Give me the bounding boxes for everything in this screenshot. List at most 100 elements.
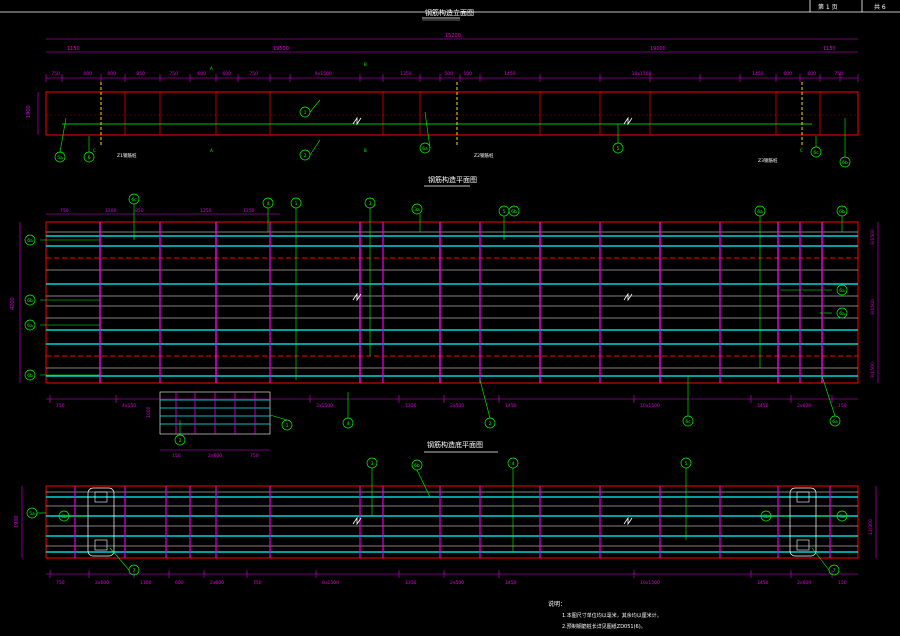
dim-label: 850 — [135, 208, 144, 214]
bar-callout-label: 2 — [304, 153, 307, 159]
bottom-plan-right-dim: 13/300 — [868, 519, 874, 535]
dim-label: 1200 — [105, 208, 117, 214]
bar-callout-label: 5a — [57, 155, 63, 161]
dim-label: 1450 — [505, 580, 517, 586]
bar-callout-label: 6a — [757, 209, 763, 215]
bar-callout-circle — [810, 146, 822, 158]
bar-callout-label: 2 — [489, 421, 492, 427]
leader-line — [424, 111, 431, 149]
bar-callout-label: 3 — [369, 201, 372, 207]
bar-callout-label: 1 — [295, 201, 298, 207]
elevation-title: 钢筋构造立面图 — [425, 8, 474, 17]
bar-callout-label: 6c — [685, 419, 691, 425]
section-mark: C — [800, 148, 803, 153]
bar-callout-label: 6b — [511, 209, 517, 215]
dim-label: 1100 — [140, 580, 152, 586]
leader-line — [309, 99, 321, 113]
leader-line — [811, 547, 830, 571]
dim-label: 2x500 — [450, 403, 464, 409]
svg-text:19000: 19000 — [650, 46, 666, 52]
notes-block: 说明： 1.本图尺寸单位均以毫米，其余均以厘米计。 2.预制钢筋桩长详见图纸ZD… — [548, 600, 662, 630]
bar-callout-circle — [836, 307, 848, 319]
dim-label: 1450 — [752, 71, 764, 77]
bar-callout-label: 6b — [27, 298, 33, 304]
bar-callout-label: 1 — [304, 110, 307, 116]
dim-label: 1450 — [757, 403, 769, 409]
bar-callout-label: 4 — [267, 201, 270, 207]
leader-line — [59, 117, 67, 153]
section-mark: A — [210, 66, 213, 71]
bar-callout-label: 6b — [414, 463, 420, 469]
bar-callout-label: 4 — [347, 421, 350, 427]
svg-text:19500: 19500 — [273, 46, 289, 52]
title-block: 第 1 页 共 6 — [0, 0, 900, 13]
note-line-2: 2.预制钢筋桩长详见图纸ZD051(6)。 — [562, 623, 646, 630]
section-mark: A — [210, 148, 213, 153]
dim-label: 750 — [51, 71, 60, 77]
dim-label: 500 — [463, 71, 472, 77]
bar-callout-label: 6a — [27, 323, 33, 329]
bar-callout-circle — [839, 156, 851, 168]
dim-label: 600 — [83, 71, 92, 77]
dim-label: 750 — [56, 403, 65, 409]
bar-callout-circle — [24, 369, 36, 381]
dim-label: 750 — [253, 580, 262, 586]
dim-label: 1350 — [400, 71, 412, 77]
dim-label: 750 — [56, 580, 65, 586]
bar-callout-label: 6a — [839, 311, 845, 317]
dim-label: 2x600 — [95, 580, 109, 586]
pile-note-z1: Z1钢筋桩 — [117, 152, 137, 159]
bar-callout-circle — [54, 151, 66, 163]
dim-label: 10x1500 — [632, 71, 652, 77]
dim-label: 500 — [444, 71, 453, 77]
pile-cap-right — [789, 487, 817, 557]
bar-callout-label: 6c — [813, 150, 819, 156]
dim-label: 4x150 — [122, 403, 136, 409]
dim-label: 600 — [783, 71, 792, 77]
dim-label: 2x600 — [210, 580, 224, 586]
bar-callout-circle — [612, 142, 624, 154]
section-mark: B — [364, 148, 367, 153]
dim-label: 1350 — [405, 403, 417, 409]
dim-label: 10x1500 — [640, 580, 660, 586]
svg-text:3/1500: 3/1500 — [870, 299, 876, 315]
pile-note-z3: Z3钢筋桩 — [758, 157, 778, 164]
dim-label: 600 — [807, 71, 816, 77]
bar-callout-label: 2 — [179, 438, 182, 444]
bar-callout-circle — [836, 284, 848, 296]
sheet-total: 共 6 — [874, 3, 886, 11]
dim-label: 1450 — [504, 71, 516, 77]
leader-line — [109, 547, 130, 571]
bar-callout-label: 6b — [27, 373, 33, 379]
dim-label: 150 — [172, 453, 181, 459]
svg-text:3/1500: 3/1500 — [870, 362, 876, 378]
bar-callout-circle — [299, 149, 311, 161]
bar-callout-label: 6c — [131, 197, 137, 203]
bar-callout-circle — [24, 294, 36, 306]
svg-text:1150: 1150 — [823, 46, 836, 52]
dim-label: 150 — [838, 403, 847, 409]
dim-label: 750 — [60, 208, 69, 214]
sub-height-dim: 1000 — [146, 406, 152, 418]
bar-callout-label: 5a — [29, 511, 35, 517]
bar-callout-label: 1 — [286, 423, 289, 429]
dim-label: 2x600 — [797, 403, 811, 409]
bar-callout-label: 5 — [503, 209, 506, 215]
dim-label: 750 — [169, 71, 178, 77]
leader-line — [479, 379, 491, 419]
bar-callout-label: 6a — [422, 146, 428, 152]
leader-line — [416, 469, 431, 498]
bar-callout-label: 7 — [833, 568, 836, 574]
bar-callout-label: 4 — [512, 461, 515, 467]
bar-callout-circle — [508, 205, 520, 217]
dim-label: 600 — [175, 580, 184, 586]
dim-label: 2x600 — [208, 453, 222, 459]
dim-label: 600 — [197, 71, 206, 77]
dim-label: 1250 — [200, 208, 212, 214]
overall-dim: 15200 — [445, 33, 461, 39]
elevation-outline — [45, 91, 859, 136]
